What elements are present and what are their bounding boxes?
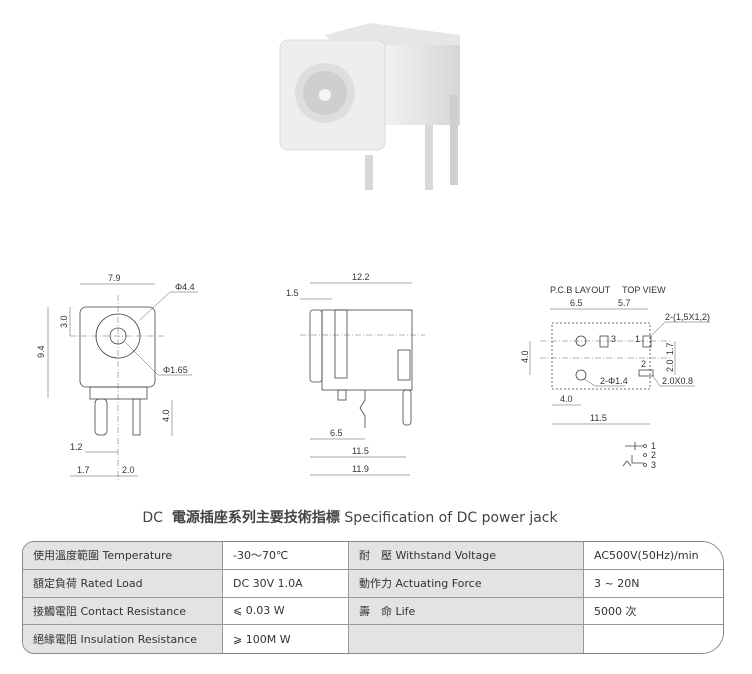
spec-value: AC500V(50Hz)/min: [584, 542, 723, 570]
title-prefix: DC: [142, 510, 163, 526]
spec-label: 接觸電阻 Contact Resistance: [23, 597, 223, 626]
spec-table: 使用溫度範圍 Temperature -30～70℃ 耐 壓 Withstand…: [22, 541, 724, 654]
dimension-label: 3: [651, 460, 656, 470]
spec-label: 壽 命 Life: [349, 597, 584, 626]
dimension-label: Φ1.65: [163, 365, 188, 375]
side-view-drawing: 12.2 1.5 6.5 11.5 11.9: [286, 272, 425, 476]
spec-value: [584, 625, 723, 653]
dimension-label: 4.0: [520, 350, 530, 363]
spec-label: 耐 壓 Withstand Voltage: [349, 542, 584, 570]
spec-value: 3 ~ 20N: [584, 569, 723, 598]
dimension-label: 4.0: [560, 394, 573, 404]
dimension-label: 2: [641, 359, 646, 369]
spec-label: [349, 625, 584, 653]
dimension-label: 7.9: [108, 273, 121, 283]
dimension-label: 11.5: [352, 446, 369, 456]
spec-label: 額定負荷 Rated Load: [23, 569, 223, 598]
front-view-drawing: 7.9 Φ4.4 Φ1.65 9.4 3.0 4.0 1.2 1.7 2.0: [36, 273, 198, 480]
title-chinese: 電源插座系列主要技術指標: [171, 510, 340, 526]
spec-value: DC 30V 1.0A: [223, 569, 349, 598]
dimension-label: 2.0: [665, 359, 675, 372]
spec-label: 使用溫度範圍 Temperature: [23, 542, 223, 570]
dimension-label: 3.0: [59, 315, 69, 328]
spec-value: -30～70℃: [223, 542, 349, 570]
dimension-label: 1.5: [286, 288, 299, 298]
dimension-label: 1: [635, 334, 640, 344]
dimension-label: 12.2: [352, 272, 370, 282]
dimension-label: 3: [611, 334, 616, 344]
dimension-label: 1.7: [77, 465, 90, 475]
spec-title: DC 電源插座系列主要技術指標 Specification of DC powe…: [0, 507, 700, 527]
dimension-label: 1.2: [70, 442, 83, 452]
dimension-label: 4.0: [161, 409, 171, 422]
dimension-label: 1: [651, 441, 656, 451]
dimension-label: 11.5: [590, 413, 607, 423]
spec-label: 動作力 Actuating Force: [349, 569, 584, 598]
dimension-label: 2: [651, 450, 656, 460]
spec-value: ⩽ 0.03 W: [223, 597, 349, 626]
dimension-label: 11.9: [352, 464, 369, 474]
dimension-label: 2-(1,5X1,2): [665, 312, 710, 322]
title-english: Specification of DC power jack: [344, 510, 558, 526]
dimension-label: 9.4: [36, 345, 46, 358]
dimension-label: Φ4.4: [175, 282, 195, 292]
product-photo: [279, 23, 460, 190]
dimension-label: 2.0X0.8: [662, 376, 693, 386]
dimension-label: 6.5: [570, 298, 583, 308]
dimension-label: P.C.B LAYOUT: [550, 285, 611, 295]
dimension-label: 5.7: [618, 298, 631, 308]
dimension-label: 6.5: [330, 428, 343, 438]
dimension-label: 2.0: [122, 465, 135, 475]
spec-value: ⩾ 100M W: [223, 625, 349, 653]
dimension-label: 2-Φ1.4: [600, 376, 628, 386]
spec-value: 5000 次: [584, 597, 723, 626]
dimension-label: 1.7: [665, 342, 675, 355]
dimension-label: TOP VIEW: [622, 285, 666, 295]
spec-label: 絕緣電阻 Insulation Resistance: [23, 625, 223, 653]
